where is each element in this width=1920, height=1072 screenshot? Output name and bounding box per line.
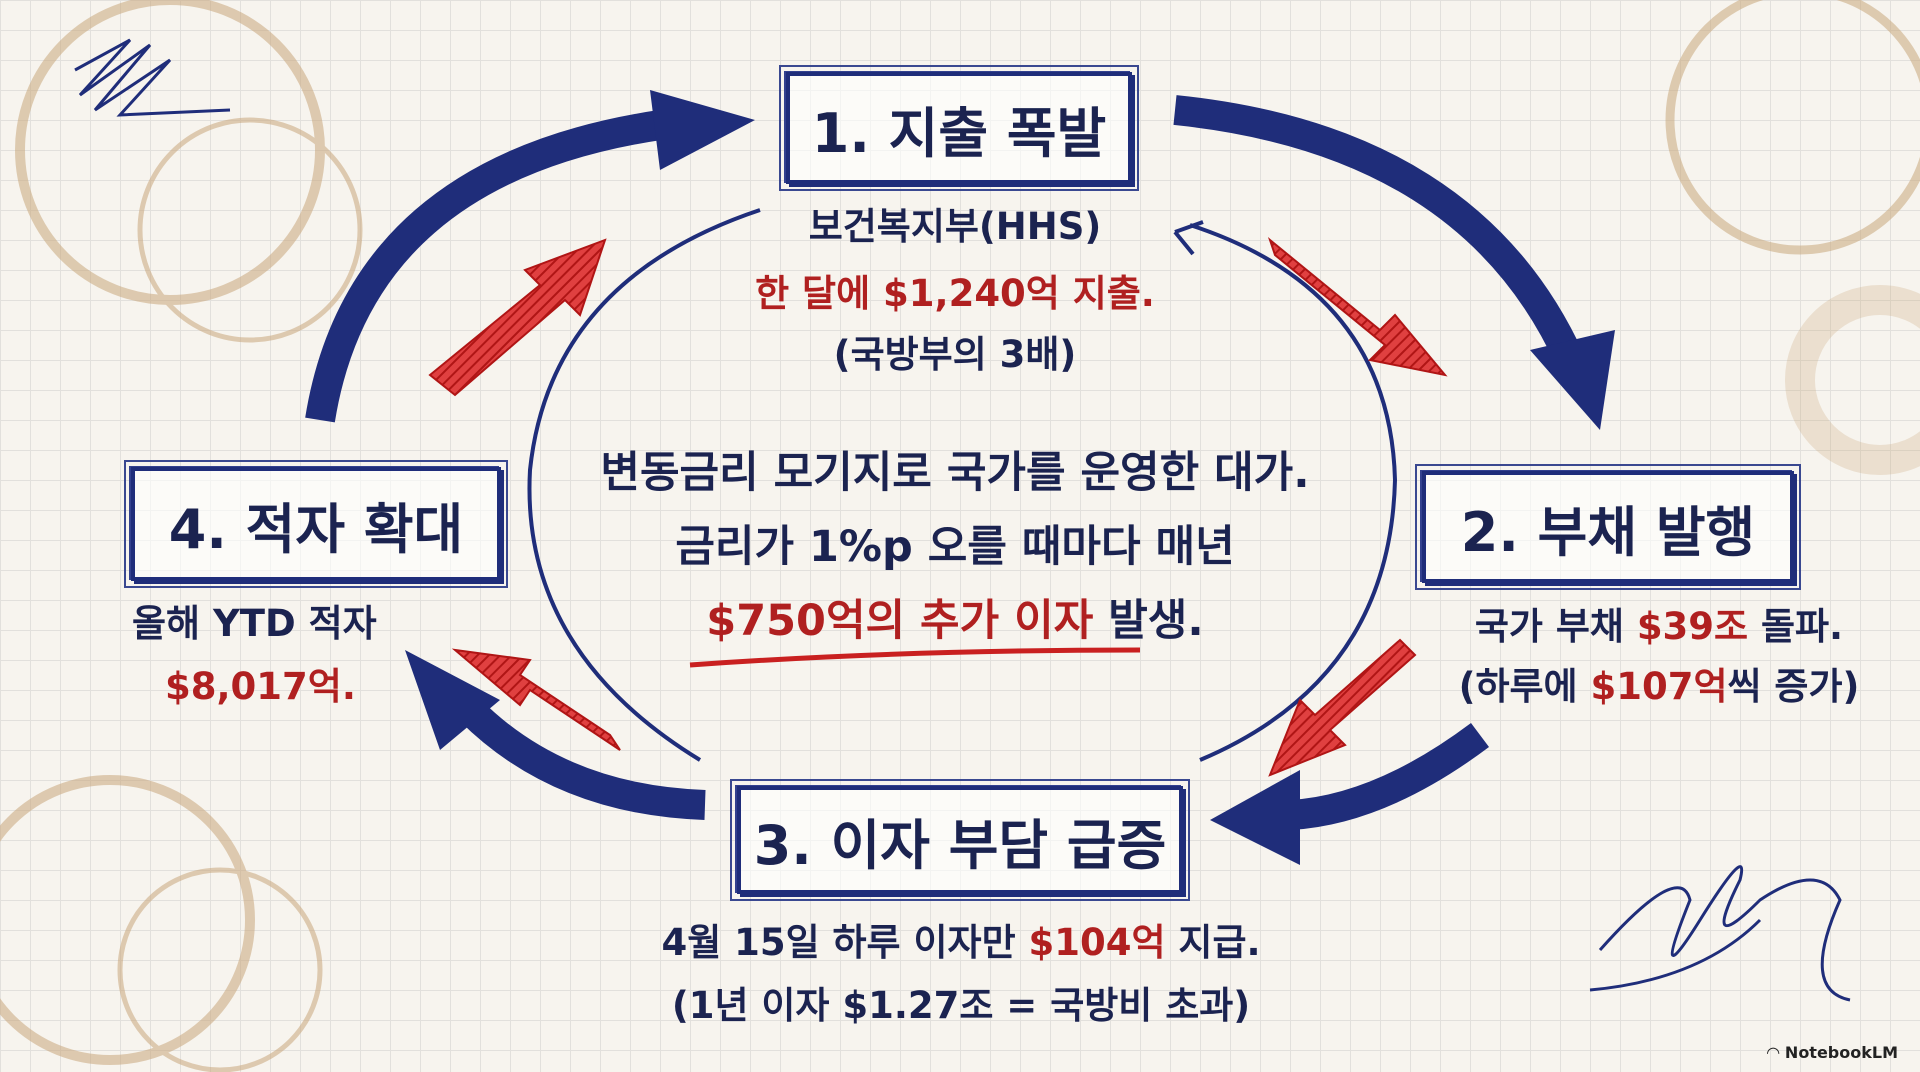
debt-value: $39조	[1636, 605, 1749, 648]
extra-interest: $750억의 추가 이자	[706, 596, 1094, 646]
scribble-bottom-right	[1589, 865, 1851, 1002]
text: 발생.	[1093, 596, 1204, 646]
step-4-title: 4. 적자 확대	[168, 497, 464, 561]
step-3-title: 3. 이자 부담 급증	[753, 813, 1167, 877]
notebooklm-logo: ◠ NotebookLM	[1767, 1043, 1898, 1062]
step-3-line1: 4월 15일 하루 이자만 $104억 지급.	[661, 921, 1260, 965]
step-1-line1: 보건복지부(HHS)	[808, 205, 1102, 248]
step-2-line1: 국가 부채 $39조 돌파.	[1475, 605, 1843, 649]
center-line2: 금리가 1%p 오를 때마다 매년	[675, 522, 1235, 572]
step-2-line2: (하루에 $107억씩 증가)	[1459, 665, 1860, 709]
underline-highlight	[689, 647, 1141, 668]
text: (하루에	[1458, 665, 1591, 708]
step-4-line1: 올해 YTD 적자	[132, 602, 377, 645]
logo-icon: ◠	[1767, 1043, 1785, 1062]
step-3-box: 3. 이자 부담 급증	[730, 779, 1190, 901]
interest-value: $104억	[1028, 921, 1166, 964]
text: 4월 15일 하루 이자만	[661, 921, 1029, 964]
logo-text: NotebookLM	[1784, 1043, 1898, 1062]
daily-increase: $107억	[1590, 665, 1728, 708]
step-1-line3: (국방부의 3배)	[833, 333, 1077, 376]
text: 돌파.	[1748, 605, 1844, 648]
scribble-top-left	[74, 38, 231, 117]
step-1-box: 1. 지출 폭발	[779, 65, 1139, 191]
center-line1: 변동금리 모기지로 국가를 운영한 대가.	[600, 448, 1310, 498]
text: 지급.	[1165, 921, 1261, 964]
text: 씩 증가)	[1727, 665, 1860, 708]
step-3-line2: (1년 이자 $1.27조 = 국방비 초과)	[671, 984, 1251, 1027]
step-4-line2: $8,017억.	[165, 665, 356, 708]
center-line3: $750억의 추가 이자 발생.	[455, 584, 1455, 658]
step-2-box: 2. 부채 발행	[1415, 464, 1801, 590]
step-4-box: 4. 적자 확대	[124, 460, 508, 588]
center-message: 변동금리 모기지로 국가를 운영한 대가. 금리가 1%p 오를 때마다 매년 …	[455, 436, 1455, 658]
text: 국가 부채	[1474, 605, 1637, 648]
step-1-line2: 한 달에 $1,240억 지출.	[755, 272, 1155, 315]
step-2-title: 2. 부채 발행	[1460, 500, 1756, 564]
step-1-title: 1. 지출 폭발	[811, 101, 1107, 165]
